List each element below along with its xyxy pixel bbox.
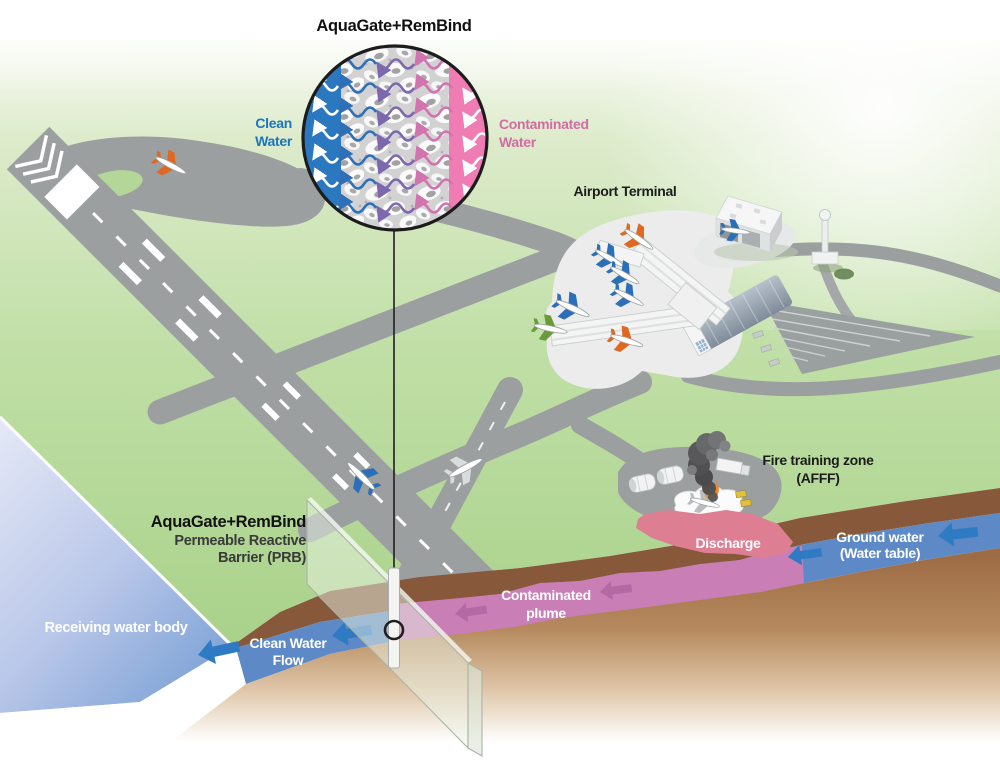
- quonset-hut: [656, 465, 684, 485]
- label-fire-zone: (AFFF): [796, 470, 839, 486]
- label-prb-title: AquaGate+RemBind: [151, 513, 306, 531]
- inset-clean-label: Water: [255, 133, 293, 149]
- fire-truck: [715, 457, 751, 476]
- smoke-plume-icon: [687, 431, 731, 502]
- runway-centerline: [92, 212, 482, 602]
- label-airport-terminal: Airport Terminal: [573, 183, 676, 199]
- label-clean-flow: Clean Water: [249, 635, 327, 651]
- inset-title: AquaGate+RemBind: [316, 17, 471, 35]
- parking-lot: [744, 301, 975, 374]
- contaminated-plume-band: [394, 546, 804, 655]
- hangar: [714, 195, 798, 261]
- runway-chevrons: [14, 134, 64, 184]
- discharge-band: [636, 510, 793, 558]
- yellow-cart: [735, 489, 747, 499]
- runway-threshold: [44, 164, 100, 220]
- deep-soil: [130, 548, 1000, 773]
- label-fire-zone: Fire training zone: [762, 452, 874, 468]
- runway: [6, 126, 509, 629]
- label-prb: Barrier (PRB): [218, 550, 306, 566]
- label-plume: plume: [526, 605, 566, 621]
- label-receiving-water: Receiving water body: [44, 620, 187, 636]
- label-clean-flow: Flow: [273, 652, 304, 668]
- soil-cross-section: [130, 488, 1000, 773]
- label-discharge: Discharge: [696, 535, 762, 551]
- receiving-water-body: [0, 415, 234, 715]
- label-prb: Permeable Reactive: [174, 533, 306, 549]
- labels: AquaGate+RemBind Clean Water Contaminate…: [44, 17, 924, 668]
- shoreline: [0, 415, 234, 648]
- topsoil-band: [232, 488, 1000, 648]
- inset-contaminated-label: Contaminated: [499, 116, 589, 132]
- inset-contaminated-label: Water: [499, 134, 537, 150]
- quonset-hut: [628, 473, 656, 493]
- concourse-building: [682, 275, 793, 357]
- service-road-lower: [681, 355, 1000, 397]
- label-groundwater: Ground water: [836, 529, 924, 545]
- fire-zone-details: [628, 431, 752, 519]
- prb-ring-marker: [383, 619, 405, 641]
- label-groundwater: (Water table): [840, 545, 920, 561]
- inset-clean-label: Clean: [255, 115, 292, 131]
- touchdown-markers: [118, 238, 371, 491]
- control-tower: [811, 209, 854, 280]
- yellow-cart: [740, 498, 752, 508]
- tower-tree: [834, 268, 854, 280]
- well-rod: [388, 567, 400, 669]
- label-plume: Contaminated: [501, 587, 591, 603]
- water-edge-line: [0, 647, 233, 715]
